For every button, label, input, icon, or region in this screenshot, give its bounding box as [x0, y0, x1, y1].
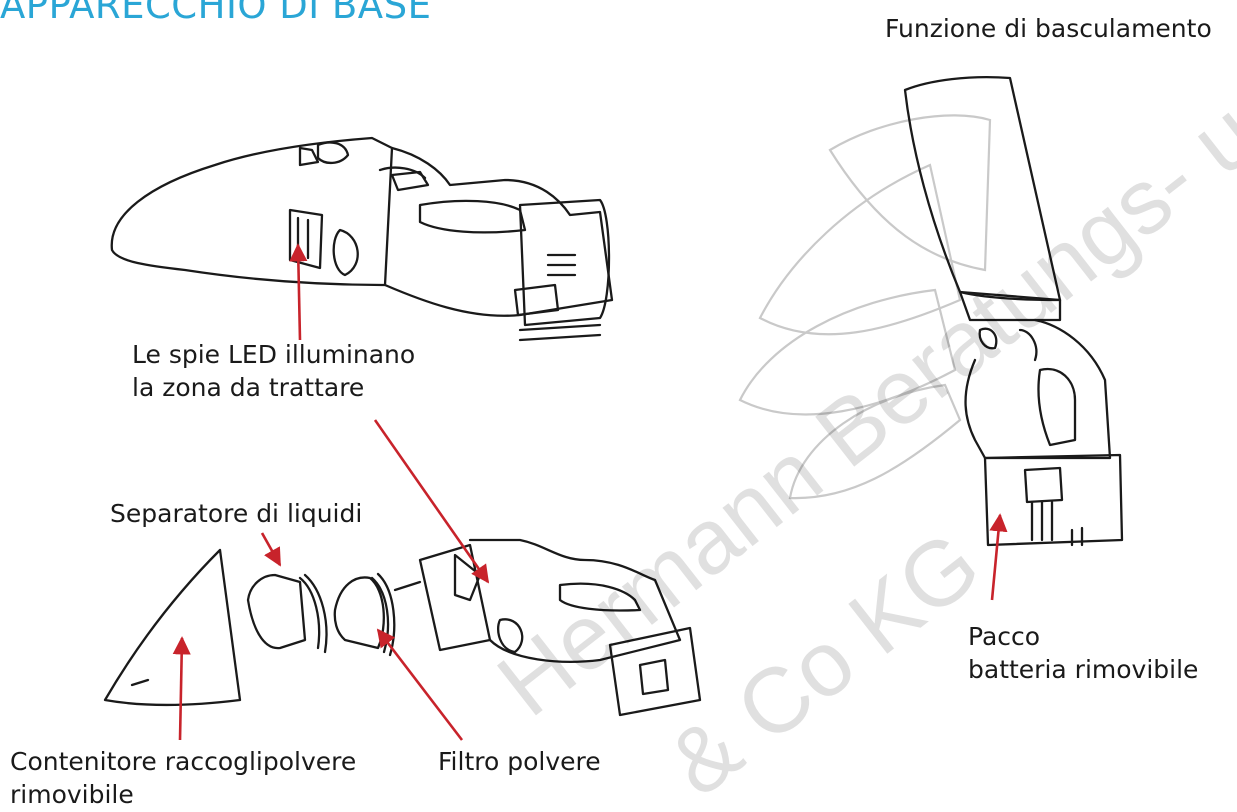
handle-upright: [964, 318, 1112, 460]
ghost-position-3: [788, 383, 962, 500]
label-led-line-1: Le spie LED illuminano: [132, 340, 416, 369]
arrow-battery: [989, 513, 1008, 601]
battery-pack: [518, 198, 611, 327]
label-dust-container-line-2: rimovibile: [10, 780, 134, 809]
label-battery-line-1: Pacco: [968, 622, 1041, 651]
arrow-dust-container: [172, 636, 191, 741]
liquid-separator-part: [246, 573, 307, 650]
label-dust-container-line-1: Contenitore raccoglipolvere: [10, 747, 357, 776]
latch: [316, 141, 350, 165]
arrow-led: [289, 243, 308, 341]
label-dust-filter: Filtro polvere: [438, 747, 601, 776]
power-switch: [390, 170, 430, 192]
label-battery: Pacco batteria rimovibile: [968, 620, 1198, 686]
tilt-ghost-positions: [738, 114, 992, 500]
ghost-position-2: [738, 288, 957, 416]
label-tilt-function: Funzione di basculamento: [885, 14, 1212, 43]
tilted-device-illustration: [903, 75, 1124, 547]
callout-arrows: [172, 243, 1008, 741]
label-led: Le spie LED illuminano la zona da tratta…: [132, 338, 415, 404]
label-battery-line-2: batteria rimovibile: [968, 655, 1199, 684]
assembled-device-illustration: [110, 136, 614, 342]
ghost-position-1: [758, 163, 962, 336]
arrow-liquid-separator: [260, 532, 282, 567]
pivot-knob: [332, 228, 359, 277]
arrow-led-exploded: [373, 419, 490, 584]
battery-pack-upright: [983, 453, 1124, 547]
arrow-dust-filter: [376, 628, 464, 741]
label-dust-container: Contenitore raccoglipolvere rimovibile: [10, 745, 356, 811]
dust-filter-part: [333, 576, 385, 650]
handle-grip: [418, 199, 527, 234]
dust-container-shell: [110, 136, 394, 287]
led-window: [288, 208, 324, 270]
label-liquid-separator: Separatore di liquidi: [110, 499, 363, 528]
page-title: APPARECCHIO DI BASE: [0, 0, 432, 27]
ghost-position-4: [828, 114, 992, 272]
battery-part: [608, 626, 702, 717]
label-led-line-2: la zona da trattare: [132, 373, 365, 402]
dust-container-shell-upright: [903, 75, 1062, 302]
dust-container-part: [103, 548, 242, 707]
watermark: Hermann Beratungs- und GmbH & Co KG: [480, 0, 1237, 812]
